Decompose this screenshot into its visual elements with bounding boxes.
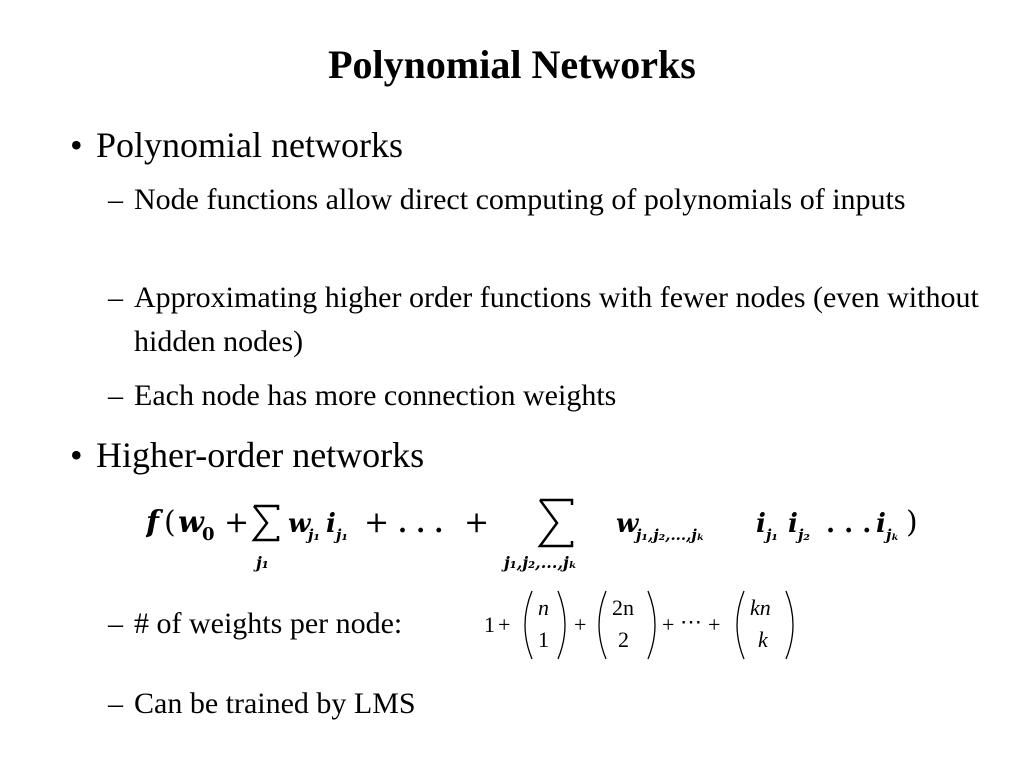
bullet-marker: • — [70, 435, 83, 475]
formula-w0: w — [178, 505, 205, 540]
formula-term2-ik: i — [876, 509, 886, 539]
formula-plus-1: + — [224, 505, 249, 540]
formula-close-paren: ) — [906, 505, 918, 540]
bullet-higher-order-networks: • Higher-order networks — [70, 434, 424, 476]
formula-term2-i1: i — [756, 509, 766, 539]
binom2-top: 2n — [612, 595, 634, 620]
weights-cdots: ⋯ — [680, 609, 702, 634]
slide-title: Polynomial Networks — [328, 42, 696, 87]
binom1-right-paren — [557, 590, 566, 660]
formula-term1-i: i — [326, 509, 336, 539]
binom2-right-paren — [647, 590, 656, 660]
sub-bullet-text: Each node has more connection weights — [134, 379, 617, 412]
sum2-subscript: j₁,j₂,...,jₖ — [501, 553, 577, 572]
sub-bullet-text: Approximating higher order functions wit… — [134, 281, 979, 358]
formula-term1-w-sub: j₁ — [305, 526, 320, 544]
dash-marker: – — [108, 183, 123, 216]
sum1-subscript: j₁ — [253, 553, 269, 572]
bullet-marker: • — [70, 125, 83, 165]
binom3-right-paren — [785, 590, 794, 660]
weights-plus-3: + — [662, 612, 674, 637]
formula-w0-sub: 0 — [202, 524, 215, 545]
sub-bullet-node-functions: – Node functions allow direct computing … — [108, 178, 988, 222]
formula-term1-w: w — [288, 509, 312, 539]
formula-dots: . . . — [398, 509, 443, 539]
dash-marker: – — [108, 687, 123, 720]
bullet-text: Polynomial networks — [96, 125, 403, 165]
sum-symbol-1 — [251, 504, 280, 542]
weights-one: 1 — [484, 612, 495, 637]
formula-term2-i2-sub: j₂ — [795, 526, 810, 544]
sub-bullet-lms: – Can be trained by LMS — [108, 682, 988, 726]
sub-bullet-text: Can be trained by LMS — [134, 687, 416, 720]
dash-marker: – — [108, 281, 123, 314]
formula-term1-i-sub: j₁ — [333, 526, 348, 544]
formula-open-paren: ( — [164, 505, 176, 540]
weights-plus-1: + — [498, 612, 510, 637]
binom3-left-paren — [736, 590, 745, 660]
formula-term2-w-sub: j₁,j₂,...,jₖ — [633, 526, 705, 544]
formula-plus-2: + — [364, 505, 389, 540]
formula-term2-dots: . . . — [826, 509, 871, 539]
sum-symbol-2 — [537, 498, 574, 548]
formula-term2-i1-sub: j₁ — [763, 526, 778, 544]
higher-order-formula: f ( w 0 + j₁ w j₁ i j₁ + . . . + j₁,j₂,.… — [146, 498, 918, 572]
binom1-left-paren — [524, 590, 533, 660]
binom2-bottom: 2 — [618, 627, 629, 652]
formula-term2-i2: i — [788, 509, 798, 539]
dash-marker: – — [108, 607, 123, 640]
bullet-polynomial-networks: • Polynomial networks — [70, 124, 403, 166]
sub-bullet-text: Node functions allow direct computing of… — [134, 183, 906, 216]
binom3-bottom: k — [758, 627, 769, 652]
weights-plus-4: + — [708, 612, 720, 637]
binom2-left-paren — [598, 590, 607, 660]
sub-bullet-connection-weights: – Each node has more connection weights — [108, 374, 988, 418]
binom1-top: n — [538, 595, 549, 620]
sub-bullet-weights-per-node: – # of weights per node: — [108, 602, 468, 646]
weights-count-formula: 1 + n 1 + 2n 2 + ⋯ + kn k — [484, 590, 794, 660]
formula-term2-w: w — [616, 509, 640, 539]
binom1-bottom: 1 — [538, 627, 549, 652]
formula-term2-ik-sub: jₖ — [883, 526, 899, 544]
sub-bullet-text: # of weights per node: — [134, 607, 403, 640]
formula-plus-3: + — [464, 505, 489, 540]
sub-bullet-approximating: – Approximating higher order functions w… — [108, 276, 988, 364]
formula-f: f — [146, 505, 164, 540]
binom3-top: kn — [750, 595, 771, 620]
dash-marker: – — [108, 379, 123, 412]
weights-plus-2: + — [574, 612, 586, 637]
bullet-text: Higher-order networks — [96, 435, 425, 475]
